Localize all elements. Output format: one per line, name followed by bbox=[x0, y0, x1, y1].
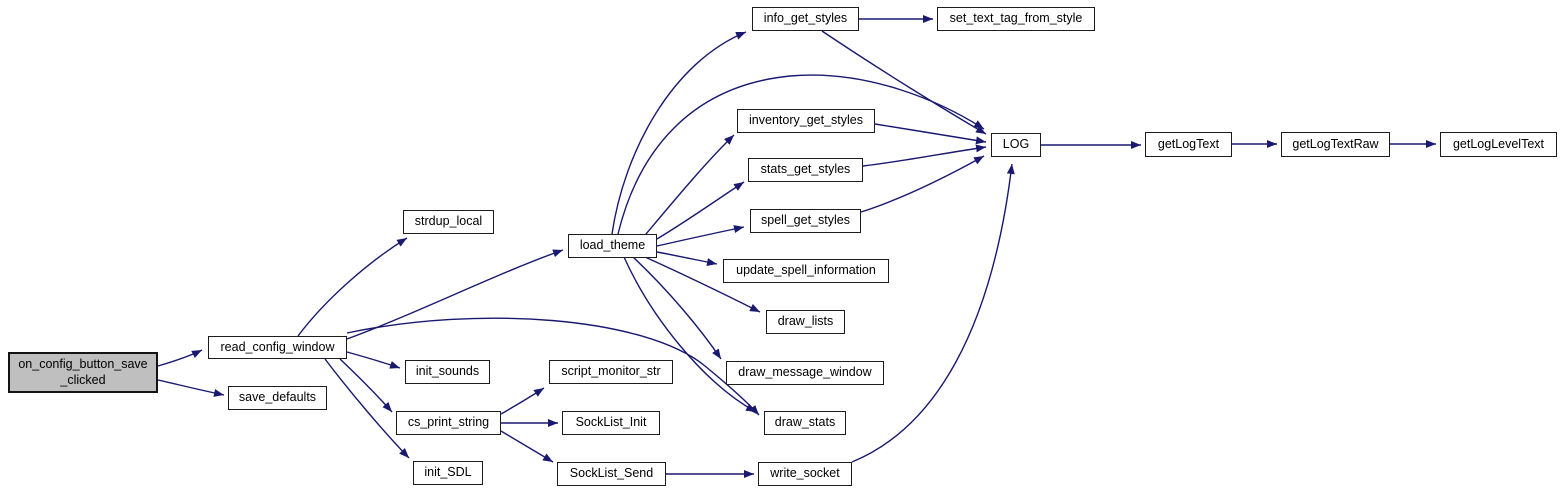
node-set_text_tag_from_style[interactable]: set_text_tag_from_style bbox=[937, 7, 1095, 31]
edge-read_config_window-load_theme bbox=[346, 249, 564, 340]
node-label: set_text_tag_from_style bbox=[949, 11, 1083, 26]
node-inventory_get_styles[interactable]: inventory_get_styles bbox=[737, 109, 875, 133]
node-label: getLogLevelText bbox=[1452, 136, 1545, 151]
node-save_defaults[interactable]: save_defaults bbox=[228, 386, 327, 410]
node-label: inventory_get_styles bbox=[749, 113, 863, 128]
node-label: save_defaults bbox=[238, 390, 317, 405]
node-SockList_Init[interactable]: SockList_Init bbox=[562, 411, 660, 435]
node-LOG[interactable]: LOG bbox=[991, 133, 1041, 157]
node-label: draw_stats bbox=[774, 415, 836, 430]
node-label: init_sounds bbox=[415, 364, 480, 379]
edge-read_config_window-draw_stats bbox=[346, 317, 760, 416]
node-cs_print_string[interactable]: cs_print_string bbox=[396, 411, 501, 435]
edge-read_config_window-cs_print_string bbox=[339, 358, 393, 413]
edge-spell_get_styles-LOG bbox=[860, 155, 985, 213]
node-script_monitor_str[interactable]: script_monitor_str bbox=[549, 360, 673, 384]
node-label: spell_get_styles bbox=[761, 213, 850, 228]
edge-info_get_styles-LOG bbox=[821, 30, 987, 135]
node-label: script_monitor_str bbox=[561, 364, 661, 379]
node-on_config_button_save_clicked: on_config_button_save_clicked bbox=[8, 352, 158, 393]
node-load_theme[interactable]: load_theme bbox=[568, 234, 657, 258]
edge-load_theme-spell_get_styles bbox=[656, 225, 745, 247]
node-label: stats_get_styles bbox=[760, 162, 851, 177]
edge-load_theme-stats_get_styles bbox=[656, 181, 745, 240]
node-label: getLogTextRaw bbox=[1292, 136, 1379, 151]
node-draw_message_window[interactable]: draw_message_window bbox=[726, 361, 884, 385]
node-label: read_config_window bbox=[220, 339, 335, 354]
node-init_sounds[interactable]: init_sounds bbox=[405, 360, 490, 384]
edge-load_theme-update_spell_information bbox=[656, 251, 718, 266]
node-label: draw_lists bbox=[777, 314, 834, 329]
node-getLogText[interactable]: getLogText bbox=[1145, 132, 1232, 157]
node-spell_get_styles[interactable]: spell_get_styles bbox=[750, 209, 861, 233]
node-label: update_spell_information bbox=[736, 263, 876, 278]
edge-on_config_button_save_clicked-read_config_window bbox=[157, 349, 203, 367]
edge-read_config_window-init_sounds bbox=[346, 351, 401, 369]
node-write_socket[interactable]: write_socket bbox=[758, 462, 852, 486]
edge-load_theme-info_get_styles bbox=[611, 31, 747, 235]
edge-inventory_get_styles-LOG bbox=[874, 123, 987, 145]
node-label: getLogText bbox=[1157, 136, 1220, 151]
node-label: SockList_Send bbox=[569, 466, 654, 481]
node-label: on_config_button_save_clicked bbox=[18, 356, 148, 387]
node-label: init_SDL bbox=[424, 465, 472, 480]
edge-load_theme-draw_message_window bbox=[632, 256, 722, 360]
edge-stats_get_styles-LOG bbox=[862, 144, 987, 167]
node-read_config_window[interactable]: read_config_window bbox=[208, 336, 347, 359]
node-draw_stats[interactable]: draw_stats bbox=[764, 411, 846, 435]
edge-cs_print_string-SockList_Send bbox=[500, 430, 554, 463]
edge-read_config_window-init_SDL bbox=[324, 358, 410, 459]
node-label: cs_print_string bbox=[407, 415, 490, 430]
node-draw_lists[interactable]: draw_lists bbox=[766, 310, 845, 334]
edge-load_theme-inventory_get_styles bbox=[645, 134, 735, 235]
node-label: write_socket bbox=[770, 466, 840, 481]
edge-load_theme-draw_lists bbox=[644, 256, 761, 313]
edge-on_config_button_save_clicked-save_defaults bbox=[157, 379, 225, 397]
node-label: strdup_local bbox=[414, 214, 483, 229]
node-label: LOG bbox=[1002, 137, 1030, 152]
node-label: load_theme bbox=[579, 238, 646, 253]
node-getLogLevelText[interactable]: getLogLevelText bbox=[1440, 132, 1557, 157]
node-label: SockList_Init bbox=[575, 415, 647, 430]
node-getLogTextRaw[interactable]: getLogTextRaw bbox=[1281, 132, 1390, 157]
node-stats_get_styles[interactable]: stats_get_styles bbox=[748, 158, 863, 182]
node-update_spell_information[interactable]: update_spell_information bbox=[723, 259, 889, 283]
edge-read_config_window-strdup_local bbox=[297, 237, 408, 337]
node-strdup_local[interactable]: strdup_local bbox=[403, 210, 494, 234]
node-init_SDL[interactable]: init_SDL bbox=[413, 461, 483, 485]
edge-load_theme-draw_stats bbox=[623, 256, 757, 413]
edge-cs_print_string-script_monitor_str bbox=[500, 387, 545, 415]
node-info_get_styles[interactable]: info_get_styles bbox=[752, 7, 859, 31]
node-label: info_get_styles bbox=[763, 11, 848, 26]
node-label: draw_message_window bbox=[738, 365, 872, 380]
edge-write_socket-LOG bbox=[851, 163, 1015, 463]
node-SockList_Send[interactable]: SockList_Send bbox=[557, 462, 666, 486]
